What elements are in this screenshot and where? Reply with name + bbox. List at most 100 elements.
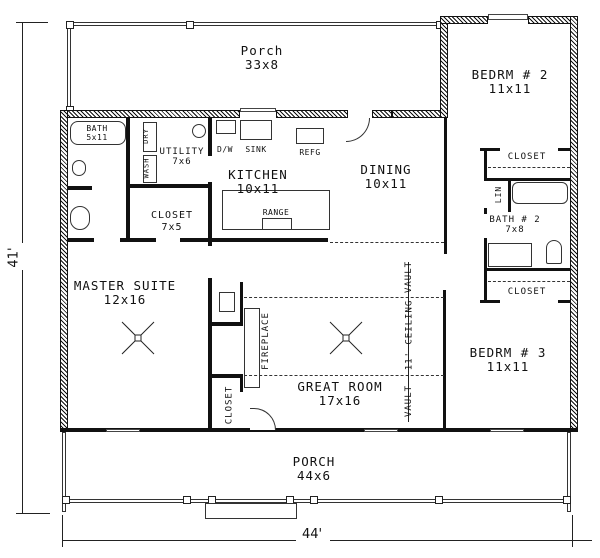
vault-line-top bbox=[244, 297, 444, 298]
range bbox=[262, 218, 292, 230]
dishwasher bbox=[216, 120, 236, 134]
exterior-wall-top-dining bbox=[392, 110, 444, 118]
width-tick-right bbox=[572, 515, 573, 547]
width-dimension-line bbox=[62, 540, 296, 541]
closet3-shelf bbox=[488, 281, 570, 282]
window bbox=[240, 108, 276, 112]
wall-bath2-bottom bbox=[484, 268, 570, 271]
wall-closet-left bbox=[126, 186, 130, 242]
closet2-shelf bbox=[488, 167, 570, 168]
front-porch-rail-right bbox=[567, 432, 571, 512]
wall-closet3-bottom bbox=[558, 300, 570, 303]
room-label-kitchen: KITCHEN 10x11 bbox=[228, 167, 288, 197]
room-label-porch-rear: Porch 33x8 bbox=[240, 43, 284, 73]
front-porch-rail-left bbox=[62, 432, 66, 512]
depth-tick-bottom bbox=[16, 513, 50, 514]
wall-utility-right bbox=[208, 118, 212, 156]
room-label-utility: UTILITY 7x6 bbox=[159, 147, 205, 168]
wall-bath1-right bbox=[126, 118, 130, 186]
wall-master-right bbox=[208, 278, 212, 430]
fireplace-label: FIREPLACE bbox=[260, 312, 271, 370]
window bbox=[488, 14, 528, 20]
window bbox=[364, 429, 398, 432]
kitchen-sink bbox=[240, 120, 272, 140]
sink-label: SINK bbox=[245, 145, 267, 154]
refrigerator bbox=[296, 128, 324, 144]
ceiling-fan-icon bbox=[118, 318, 158, 358]
ceiling-label: 11' CEILING bbox=[404, 299, 415, 371]
room-label-porch-front: PORCH 44x6 bbox=[292, 454, 336, 484]
bathtub-2 bbox=[512, 182, 568, 204]
bathtub bbox=[70, 121, 126, 145]
rear-porch-rail-top bbox=[68, 22, 188, 26]
front-steps bbox=[205, 503, 297, 519]
room-label-master-suite: MASTER SUITE 12x16 bbox=[73, 278, 177, 308]
wall-closet3-bottom bbox=[480, 300, 500, 303]
exterior-wall-top-mid bbox=[276, 110, 348, 118]
wall-master-top bbox=[120, 238, 156, 242]
kitchen-dining-boundary bbox=[330, 242, 444, 243]
wall-bath2-left bbox=[484, 208, 487, 214]
depth-dimension-line bbox=[22, 22, 23, 243]
closet-great-label: CLOSET bbox=[224, 385, 235, 425]
exterior-wall-right bbox=[570, 16, 578, 432]
dw-label: D/W bbox=[217, 145, 233, 154]
depth-tick-top bbox=[16, 22, 48, 23]
rear-porch-rail-left bbox=[67, 22, 71, 112]
wall-lin-right bbox=[508, 180, 511, 212]
water-heater bbox=[192, 124, 206, 138]
wall-bath2-top bbox=[484, 178, 570, 181]
wall-utility-bottom bbox=[126, 184, 212, 188]
wall-closet2-top bbox=[480, 148, 500, 151]
washer bbox=[143, 155, 157, 183]
porch-post bbox=[66, 21, 74, 29]
refg-label: REFG bbox=[299, 148, 321, 157]
room-label-bath1: BATH 5x11 bbox=[86, 124, 108, 143]
dryer-label: DRY bbox=[141, 128, 150, 144]
room-label-bedroom2: BEDRM # 2 11x11 bbox=[471, 67, 549, 97]
vault-label-bottom: VAULT bbox=[404, 384, 415, 418]
width-tick-left bbox=[62, 515, 63, 547]
vanity-2 bbox=[488, 243, 532, 267]
toilet bbox=[72, 160, 86, 176]
wall-closet2-top bbox=[558, 148, 570, 151]
ceiling-fan-icon bbox=[326, 318, 366, 358]
sink-vanity bbox=[70, 206, 90, 230]
room-label-closet-utility: CLOSET 7x5 bbox=[150, 210, 194, 233]
exterior-wall-bed2-top bbox=[440, 16, 488, 24]
room-label-bedroom3: BEDRM # 3 11x11 bbox=[469, 345, 547, 375]
vault-label-top: VAULT bbox=[404, 260, 415, 294]
range-label: RANGE bbox=[262, 208, 290, 217]
window bbox=[490, 429, 524, 432]
porch-post bbox=[563, 496, 571, 504]
wall-fireplace-right bbox=[240, 282, 243, 326]
rear-door[interactable] bbox=[346, 118, 370, 142]
dryer bbox=[143, 122, 157, 152]
wall-master-top bbox=[68, 238, 94, 242]
room-label-closet-bed3: CLOSET bbox=[507, 287, 547, 297]
ceiling-dimension-line bbox=[408, 262, 409, 422]
wall-fireplace-top bbox=[208, 322, 242, 326]
rear-porch-rail-top bbox=[192, 22, 442, 26]
vault-line-bottom bbox=[244, 375, 444, 376]
depth-dimension-line bbox=[22, 270, 23, 513]
exterior-wall-left bbox=[60, 110, 68, 432]
room-label-dining: DINING 10x11 bbox=[360, 162, 412, 192]
room-label-closet-bed2: CLOSET bbox=[507, 152, 547, 162]
porch-post bbox=[435, 496, 443, 504]
porch-post bbox=[62, 496, 70, 504]
tv-niche bbox=[219, 292, 235, 312]
washer-label: WASH bbox=[142, 157, 151, 179]
wall-bedrooms-left bbox=[444, 118, 447, 254]
linen-label: LIN bbox=[494, 185, 504, 204]
exterior-wall-bed2-left bbox=[440, 16, 448, 118]
front-door[interactable] bbox=[250, 408, 276, 430]
width-dimension-label: 44' bbox=[302, 527, 323, 542]
exterior-wall-top-left bbox=[60, 110, 240, 118]
porch-post bbox=[310, 496, 318, 504]
porch-post bbox=[186, 21, 194, 29]
room-label-bath2: BATH # 2 7x8 bbox=[489, 215, 541, 236]
width-dimension-line bbox=[330, 540, 592, 541]
porch-post bbox=[183, 496, 191, 504]
